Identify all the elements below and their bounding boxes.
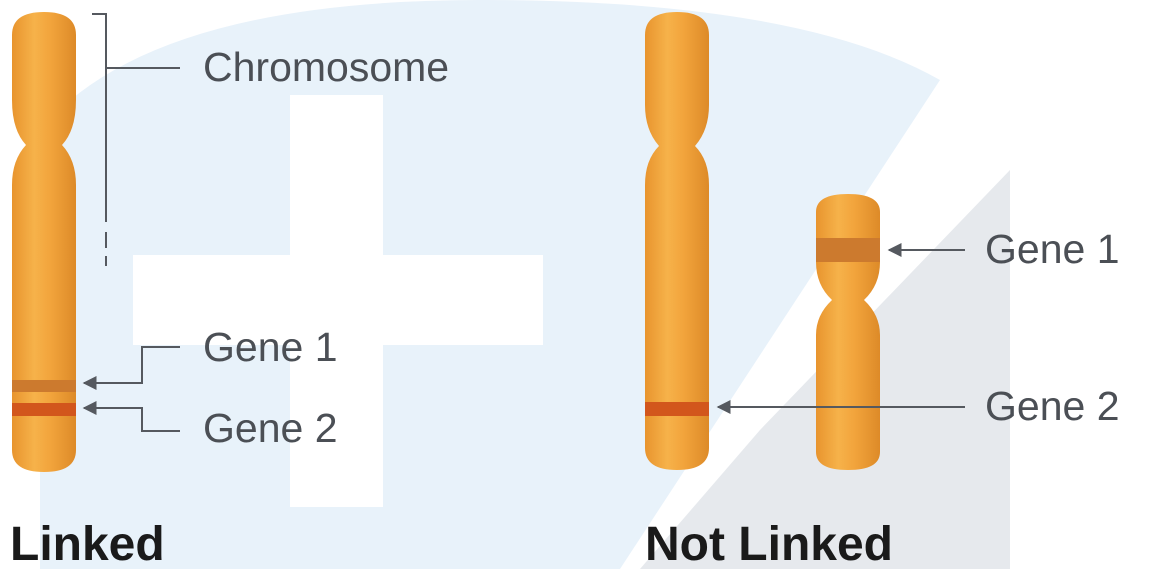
linked-gene1-band <box>12 380 76 392</box>
small-chromosome-body <box>816 194 880 470</box>
large-chromosome-gene2-band <box>645 402 709 416</box>
linked-gene1-label: Gene 1 <box>203 324 338 370</box>
chromosome-bracket <box>92 13 107 222</box>
not-linked-annotations <box>716 243 965 414</box>
not-linked-small-chromosome <box>816 194 880 470</box>
not-linked-large-chromosome <box>645 12 709 470</box>
linked-gene1-pointer <box>82 346 180 390</box>
chromosome-label: Chromosome <box>203 44 449 90</box>
not-linked-gene1-label: Gene 1 <box>985 226 1120 272</box>
linked-chromosome-body <box>12 12 76 472</box>
linked-heading: Linked <box>10 518 165 569</box>
linked-gene2-label: Gene 2 <box>203 405 338 451</box>
not-linked-heading: Not Linked <box>645 518 893 569</box>
linked-annotations <box>82 13 180 432</box>
watermark-plus-horizontal <box>133 255 543 345</box>
linked-chromosome <box>12 12 76 472</box>
small-chromosome-gene1-band <box>816 238 880 262</box>
linked-gene2-band <box>12 403 76 416</box>
linked-gene2-pointer <box>82 401 180 432</box>
background-watermark <box>40 0 1010 569</box>
large-chromosome-body <box>645 12 709 470</box>
not-linked-gene2-label: Gene 2 <box>985 383 1120 429</box>
